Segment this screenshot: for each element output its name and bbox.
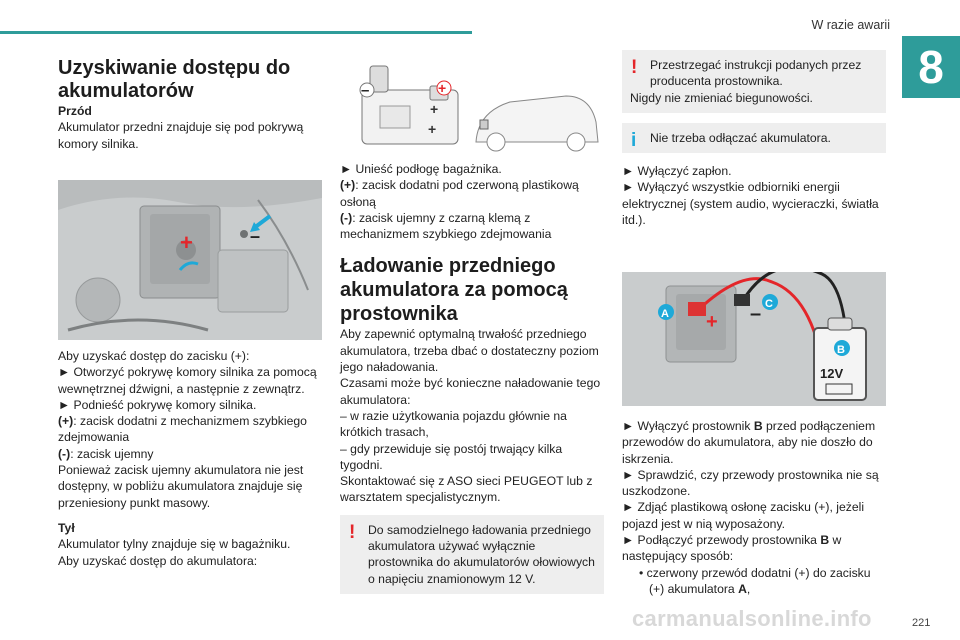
charge-step-5: ► Zdjąć plastikową osłonę zacisku (+), j… bbox=[622, 500, 865, 531]
section-heading-access: Uzyskiwanie dostępu do akumulatorów bbox=[58, 57, 291, 102]
subheading-front: Przód bbox=[58, 104, 92, 118]
minus-terminal-desc: (-): zacisk ujemny bbox=[58, 446, 154, 461]
warning-box-polarity: ! Przestrzegać instrukcji podanych przez… bbox=[622, 50, 886, 113]
rear-battery-location: Akumulator tylny znajduje się w bagażnik… bbox=[58, 537, 291, 552]
callout-a: A bbox=[661, 308, 669, 320]
rear-plus-desc: (+): zacisk dodatni pod czerwoną plastik… bbox=[340, 178, 579, 209]
access-line-1: Aby uzyskać dostęp do zacisku (+): bbox=[58, 349, 250, 363]
column-2: ► Unieść podłogę bagażnika. (+): zacisk … bbox=[340, 161, 604, 594]
charger-voltage-label: 12V bbox=[820, 366, 843, 381]
charger-connection-photo: + – 12V A C B bbox=[622, 272, 886, 406]
charge-step-6: ► Podłączyć przewody prostownika B w nas… bbox=[622, 533, 842, 564]
charger-connection-illustration: + – 12V A C B bbox=[622, 272, 886, 406]
column-3-lower: ► Wyłączyć prostownik B przed podłączeni… bbox=[622, 418, 886, 597]
subheading-rear: Tył bbox=[58, 520, 75, 535]
front-intro: Akumulator przedni znajduje się pod pokr… bbox=[58, 120, 304, 151]
svg-text:+: + bbox=[706, 311, 718, 333]
trunk-battery-illustration: – + + + bbox=[359, 65, 599, 152]
svg-text:+: + bbox=[430, 101, 438, 117]
watermark: carmanualsonline.info bbox=[632, 606, 872, 631]
svg-text:–: – bbox=[250, 226, 260, 246]
header-accent-bar bbox=[0, 31, 472, 34]
charge-step-3: ► Wyłączyć prostownik B przed podłączeni… bbox=[622, 419, 876, 466]
ground-point-text: Ponieważ zacisk ujemny akumulatora nie j… bbox=[58, 463, 304, 510]
charge-step-1: ► Wyłączyć zapłon. bbox=[622, 164, 732, 179]
page-number: 221 bbox=[912, 617, 931, 629]
section-title: W razie awarii bbox=[811, 18, 891, 32]
plus-terminal-desc: (+): zacisk dodatni z mechanizmem szybki… bbox=[58, 414, 307, 445]
column-1: Uzyskiwanie dostępu do akumulatorów Przó… bbox=[58, 57, 320, 152]
charging-dash-1: – w razie użytkowania pojazdu głównie na… bbox=[340, 408, 567, 440]
charging-para-3: Skontaktować się z ASO sieci PEUGEOT lub… bbox=[340, 474, 593, 505]
charging-para-2: Czasami może być konieczne naładowanie t… bbox=[340, 376, 601, 407]
callout-c: C bbox=[765, 298, 773, 310]
charging-para-1: Aby zapewnić optymalną trwałość przednie… bbox=[340, 327, 599, 375]
callout-b: B bbox=[837, 344, 845, 356]
access-line-3: ► Podnieść pokrywę komory silnika. bbox=[58, 397, 257, 412]
access-line-2: ► Otworzyć pokrywę komory silnika za pom… bbox=[58, 365, 317, 396]
svg-text:–: – bbox=[361, 82, 369, 99]
rear-step-1: ► Unieść podłogę bagażnika. bbox=[340, 162, 502, 176]
svg-text:+: + bbox=[180, 230, 193, 255]
svg-text:–: – bbox=[750, 303, 761, 325]
section-heading-charging: Ładowanie przedniego akumulatora za pomo… bbox=[340, 255, 568, 326]
column-1-lower: Aby uzyskać dostęp do zacisku (+): ► Otw… bbox=[58, 348, 322, 569]
front-battery-photo: + – bbox=[58, 180, 322, 340]
connection-bullet: • czerwony przewód dodatni (+) do zacisk… bbox=[639, 565, 871, 596]
rear-minus-desc: (-): zacisk ujemny z czarną klemą z mech… bbox=[340, 210, 552, 242]
rear-battery-diagram: – + + + bbox=[340, 50, 604, 152]
charging-dash-2: – gdy przewiduje się postój trwający kil… bbox=[340, 441, 563, 472]
engine-bay-illustration: + – bbox=[58, 180, 322, 340]
chapter-number: 8 bbox=[902, 36, 960, 98]
info-box-no-disconnect: i Nie trzeba odłączać akumulatora. bbox=[622, 122, 886, 154]
rear-battery-access: Aby uzyskać dostęp do akumulatora: bbox=[58, 553, 258, 568]
svg-text:+: + bbox=[428, 121, 436, 137]
info-icon: i bbox=[631, 129, 637, 151]
svg-text:+: + bbox=[438, 80, 446, 96]
charge-step-4: ► Sprawdzić, czy przewody prostownika ni… bbox=[622, 467, 879, 499]
charge-step-2: ► Wyłączyć wszystkie odbiorniki energii … bbox=[622, 180, 879, 228]
warning-box-charger-type: ! Do samodzielnego ładowania przedniego … bbox=[340, 514, 604, 594]
warning-icon: ! bbox=[349, 521, 356, 543]
warning-icon: ! bbox=[631, 57, 638, 78]
column-3: ! Przestrzegać instrukcji podanych przez… bbox=[622, 50, 886, 228]
